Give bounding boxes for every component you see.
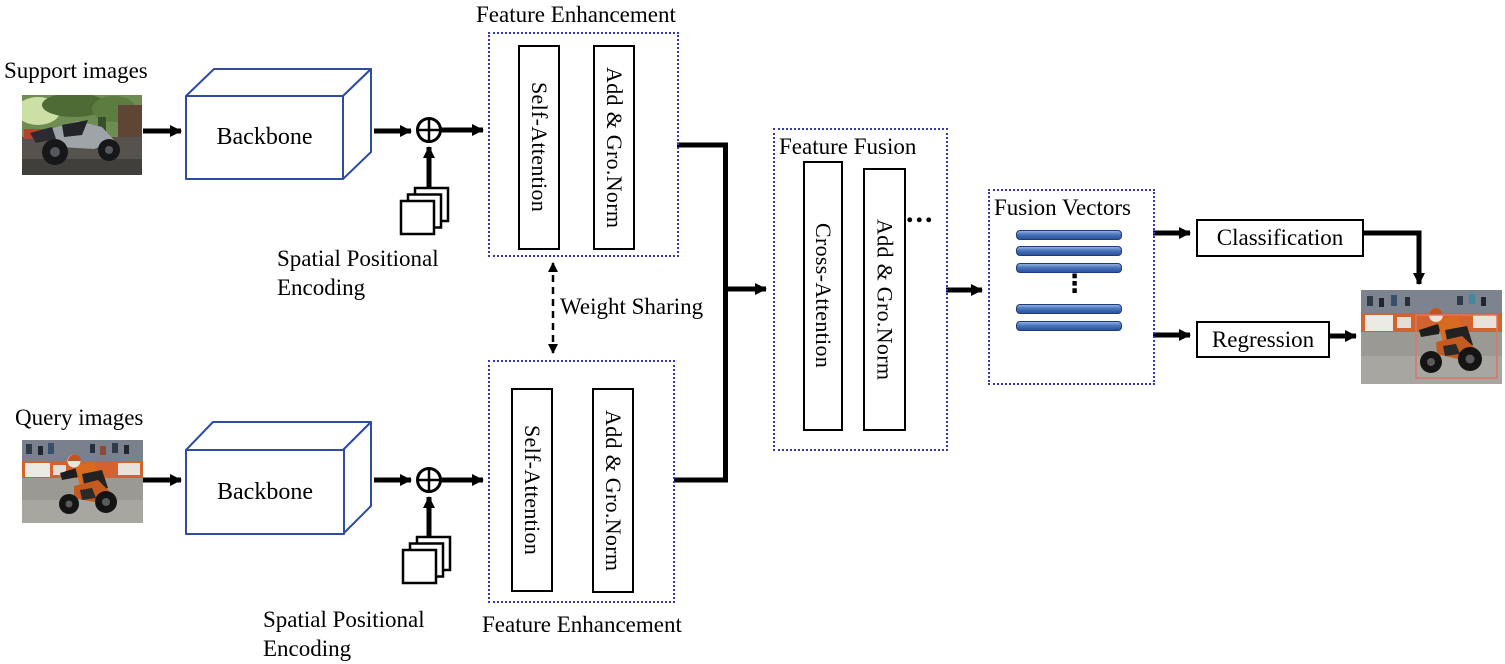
backbone-box-query (185, 421, 372, 535)
cross-attention-label: Cross-Attention (811, 223, 836, 369)
feature-enhancement-box-support (488, 32, 679, 257)
feature-fusion-title: Feature Fusion (779, 134, 917, 159)
output-detection-photo (1361, 290, 1502, 384)
fusion-vector-bar (1016, 321, 1122, 331)
fusion-vector-bar (1016, 304, 1122, 314)
feature-enhancement-title-support: Feature Enhancement (476, 2, 676, 27)
add-norm-label-query: Add & Gro.Norm (601, 409, 626, 572)
query-images-label: Query images (15, 405, 144, 430)
positional-encoding-stack-icon-query (401, 535, 452, 585)
detection-bounding-box (1415, 314, 1498, 379)
positional-encoding-label-query: Spatial Positional Encoding (263, 607, 425, 662)
self-attention-block-query: Self-Attention (511, 388, 553, 592)
self-attention-label-query: Self-Attention (520, 424, 545, 556)
fusion-vectors-title: Fusion Vectors (994, 195, 1131, 220)
positional-encoding-label-support: Spatial Positional Encoding (277, 246, 439, 301)
classification-block: Classification (1196, 219, 1364, 257)
backbone-label-support: Backbone (216, 124, 313, 150)
arrow-classification-to-output (1360, 230, 1425, 285)
fusion-vector-bar (1016, 246, 1122, 256)
add-norm-block-query: Add & Gro.Norm (592, 388, 634, 593)
add-operator-icon-query (416, 467, 442, 493)
add-norm-block-fusion: Add & Gro.Norm (863, 168, 906, 431)
regression-label: Regression (1211, 326, 1315, 352)
add-norm-label-support: Add & Gro.Norm (602, 66, 627, 229)
support-photo (22, 95, 142, 175)
add-norm-label-fusion: Add & Gro.Norm (872, 218, 898, 381)
support-images-label: Support images (4, 58, 148, 83)
fusion-vectors-vertical-ellipsis: ⋮ (1062, 269, 1087, 298)
backbone-label-query: Backbone (217, 478, 313, 505)
fusion-vector-bar (1016, 263, 1122, 273)
feature-enhancement-box-query (488, 360, 675, 603)
weight-sharing-label: Weight Sharing (560, 294, 704, 319)
feature-fusion-box (773, 128, 948, 451)
merge-line (674, 142, 728, 483)
positional-encoding-stack-icon-support (399, 186, 450, 236)
fusion-vector-bar (1016, 230, 1122, 240)
regression-block: Regression (1196, 321, 1330, 358)
add-operator-icon-support (416, 117, 442, 143)
self-attention-block-support: Self-Attention (518, 45, 560, 250)
fusion-vectors-box (988, 189, 1155, 385)
arrows (143, 124, 1425, 538)
backbone-box-support (185, 68, 372, 180)
query-photo (22, 440, 143, 523)
add-norm-block-support: Add & Gro.Norm (593, 45, 635, 250)
fusion-ellipsis: ... (906, 196, 935, 229)
classification-label: Classification (1216, 225, 1344, 250)
self-attention-label-support: Self-Attention (527, 82, 552, 213)
cross-attention-block: Cross-Attention (803, 161, 843, 431)
feature-enhancement-title-query: Feature Enhancement (482, 612, 682, 637)
